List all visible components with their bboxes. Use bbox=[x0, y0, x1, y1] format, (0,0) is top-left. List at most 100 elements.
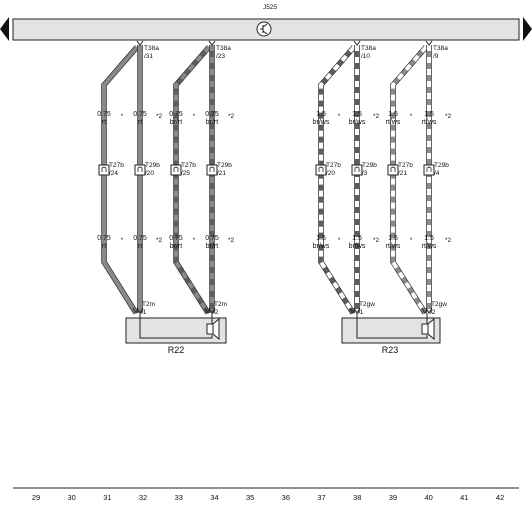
wire-label: br/rt bbox=[206, 119, 219, 126]
wire-label: /24 bbox=[109, 170, 118, 177]
inline-connector-icon bbox=[423, 164, 435, 176]
footnote-mark: *2 bbox=[373, 113, 380, 120]
column-number: 29 bbox=[32, 493, 40, 502]
speaker-icon bbox=[421, 317, 435, 341]
separator-mark: * bbox=[410, 237, 413, 244]
wire-label: /31 bbox=[144, 53, 153, 60]
wire-label: 0.75 bbox=[205, 111, 219, 118]
footnote-mark: *2 bbox=[156, 237, 163, 244]
footnote-mark: *2 bbox=[373, 237, 380, 244]
inline-connector-icon bbox=[387, 164, 399, 176]
wire-labels: 0.75rt0.75rtT27b/24T2m/1**0.75rt0.75rtT2… bbox=[97, 45, 451, 316]
wire-label: 0.75 bbox=[133, 111, 147, 118]
wire-label: br/rt bbox=[206, 243, 219, 250]
wire-label: T29b bbox=[362, 162, 377, 169]
wire-label: T29b bbox=[217, 162, 232, 169]
wire-w3 bbox=[170, 45, 212, 315]
wire-label: /21 bbox=[398, 170, 407, 177]
wire-label: 1.5 bbox=[424, 111, 434, 118]
wire-label: 1.5 bbox=[352, 111, 362, 118]
footnote-mark: *2 bbox=[445, 113, 452, 120]
r22-internal-wiring bbox=[139, 313, 213, 339]
wire-label: 1.5 bbox=[388, 235, 398, 242]
wire-label: T29b bbox=[145, 162, 160, 169]
wire-label: /20 bbox=[326, 170, 335, 177]
right-continue-arrow-icon bbox=[523, 17, 532, 41]
wire-label: 0.75 bbox=[169, 111, 183, 118]
wire-w8 bbox=[423, 40, 435, 314]
wire-label: rt bbox=[102, 243, 106, 250]
wire-label: br/rt bbox=[170, 243, 183, 250]
column-number: 35 bbox=[246, 493, 254, 502]
wire-label: T38a bbox=[144, 45, 159, 52]
separator-mark: * bbox=[338, 113, 341, 120]
wire-label: 1.5 bbox=[316, 111, 326, 118]
wire-label: T2m bbox=[214, 301, 227, 308]
wire-w4 bbox=[206, 40, 218, 314]
separator-mark: * bbox=[193, 113, 196, 120]
component-r23: R23 bbox=[341, 313, 441, 355]
wire-label: /4 bbox=[434, 170, 440, 177]
wire-label: /21 bbox=[217, 170, 226, 177]
wire-label: rt/ws bbox=[386, 243, 401, 250]
wire-label: 0.75 bbox=[97, 235, 111, 242]
left-continue-arrow-icon bbox=[0, 17, 9, 41]
wire-label: T38a bbox=[361, 45, 376, 52]
wire-label: 0.75 bbox=[97, 111, 111, 118]
wire-label: /20 bbox=[145, 170, 154, 177]
footnote-mark: *2 bbox=[228, 237, 235, 244]
footnote-mark: *2 bbox=[156, 113, 163, 120]
column-number: 36 bbox=[282, 493, 290, 502]
control-unit-j525: J525 bbox=[0, 4, 532, 41]
component-r22: R22 bbox=[125, 313, 227, 355]
column-number: 33 bbox=[175, 493, 183, 502]
control-unit-label: J525 bbox=[263, 4, 277, 11]
wire-label: 0.75 bbox=[205, 235, 219, 242]
r23-internal-wiring bbox=[356, 313, 428, 339]
wire-label: 1.5 bbox=[424, 235, 434, 242]
wires bbox=[98, 40, 435, 315]
wire-label: rt/ws bbox=[386, 119, 401, 126]
wire-label: /3 bbox=[362, 170, 368, 177]
separator-mark: * bbox=[410, 113, 413, 120]
column-number: 32 bbox=[139, 493, 147, 502]
wire-label: T29b bbox=[434, 162, 449, 169]
inline-connector-icon bbox=[206, 164, 218, 176]
wire-label: br/ws bbox=[313, 119, 330, 126]
wire-label: /25 bbox=[181, 170, 190, 177]
wire-label: T27b bbox=[326, 162, 341, 169]
wire-label: /2 bbox=[430, 309, 436, 316]
wire-label: /2 bbox=[213, 309, 219, 316]
column-number: 38 bbox=[353, 493, 361, 502]
wire-label: 0.75 bbox=[133, 235, 147, 242]
wire-w1 bbox=[98, 45, 140, 315]
inline-connector-icon bbox=[351, 164, 363, 176]
wire-w7 bbox=[387, 45, 429, 315]
component-label: R23 bbox=[382, 345, 399, 355]
wire-label: 1.5 bbox=[316, 235, 326, 242]
footnote-mark: *2 bbox=[445, 237, 452, 244]
wire-label: 0.75 bbox=[169, 235, 183, 242]
separator-mark: * bbox=[193, 237, 196, 244]
wire-label: 1.5 bbox=[388, 111, 398, 118]
wire-label: T2gw bbox=[359, 301, 375, 308]
wire-label: T27b bbox=[181, 162, 196, 169]
component-label: R22 bbox=[168, 345, 185, 355]
wire-label: /10 bbox=[361, 53, 370, 60]
wire-label: T27b bbox=[398, 162, 413, 169]
wire-label: br/ws bbox=[313, 243, 330, 250]
column-number: 41 bbox=[460, 493, 468, 502]
wire-label: br/rt bbox=[170, 119, 183, 126]
wire-label: /1 bbox=[141, 309, 147, 316]
wire-w2 bbox=[134, 40, 146, 314]
inline-connector-icon bbox=[170, 164, 182, 176]
column-number: 34 bbox=[210, 493, 218, 502]
wire-label: /9 bbox=[433, 53, 439, 60]
wire-label: rt/ws bbox=[422, 119, 437, 126]
wire-label: br/ws bbox=[349, 119, 366, 126]
wire-label: /23 bbox=[216, 53, 225, 60]
inline-connector-icon bbox=[315, 164, 327, 176]
column-number: 40 bbox=[424, 493, 432, 502]
